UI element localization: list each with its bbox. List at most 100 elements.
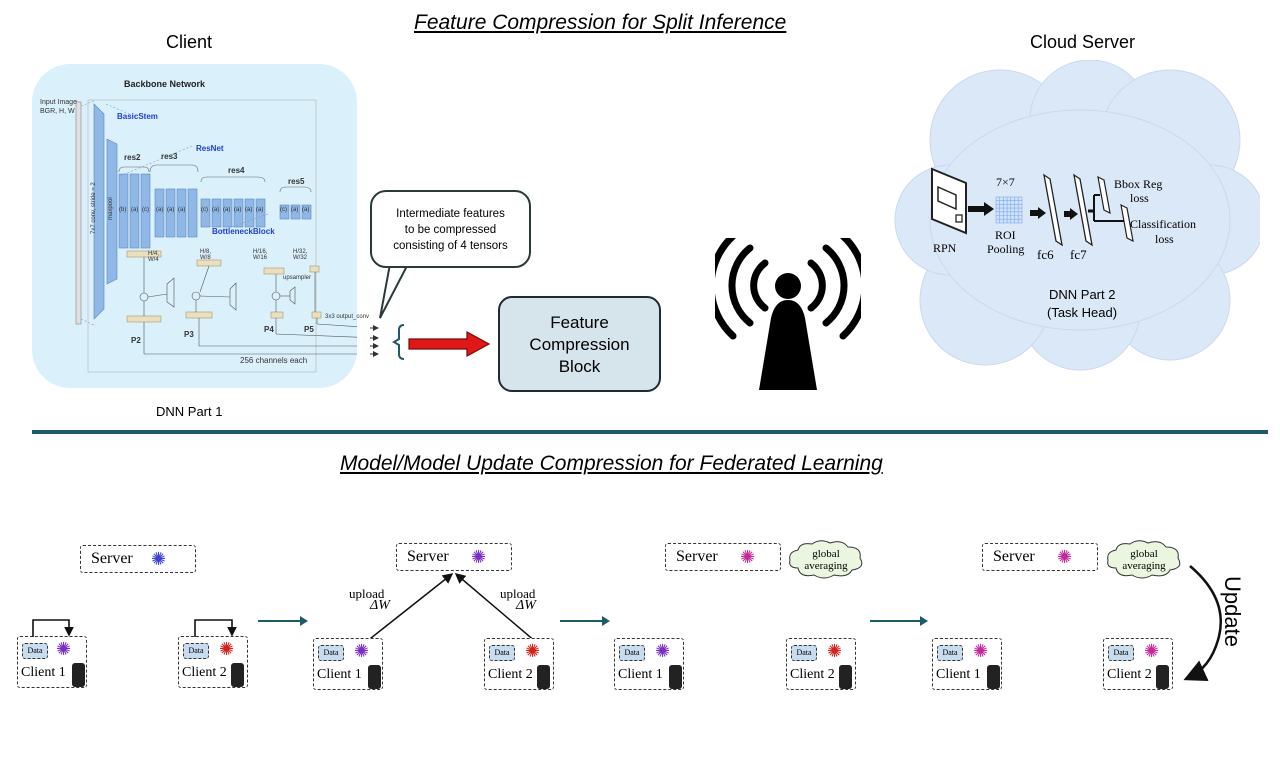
flow-arrow <box>870 616 928 626</box>
global-averaging-label: global averaging <box>794 548 858 572</box>
global-averaging-cloud <box>789 540 863 579</box>
phone-icon <box>368 665 381 689</box>
client1-label: Client 1 <box>618 667 663 682</box>
server-box-stage2: Server ✺ <box>396 543 512 571</box>
server-label: Server <box>676 548 718 565</box>
client2-label: Client 2 <box>182 665 227 680</box>
update-label: Update <box>1220 576 1245 647</box>
flow-arrow <box>258 616 308 626</box>
client2-box-stage3: Data ✺ Client 2 <box>786 638 856 690</box>
phone-icon <box>231 663 244 687</box>
bubble-line: Intermediate features <box>396 208 505 220</box>
bottom-section-title: Model/Model Update Compression for Feder… <box>340 452 883 475</box>
upload-arrows <box>365 573 537 643</box>
dim-label-p4: H/16, W/16 <box>253 249 268 261</box>
bubble-line: consisting of 4 tensors <box>393 240 508 252</box>
data-label: Data <box>937 645 963 661</box>
backbone-diagram <box>75 99 357 373</box>
averaging-line: averaging <box>804 560 848 572</box>
neural-net-icon-purple: ✺ <box>1057 547 1073 567</box>
neural-net-icon-purple: ✺ <box>354 641 370 661</box>
roi-label-line1: ROI <box>995 228 1016 242</box>
update-curved-arrow <box>1183 565 1222 681</box>
block-letter: (a) <box>167 207 175 213</box>
neural-net-icon-red: ✺ <box>827 641 843 661</box>
neural-net-icon-red: ✺ <box>1144 641 1160 661</box>
server-label: Server <box>993 548 1035 565</box>
local-train-loops-stage1 <box>32 619 237 637</box>
client1-box-stage3: Data ✺ Client 1 <box>614 638 684 690</box>
client2-label: Client 2 <box>790 667 835 682</box>
phone-icon <box>987 665 1000 689</box>
upsampler-label: upsampler <box>283 275 312 281</box>
dnn-part1-label: DNN Part 1 <box>156 404 223 419</box>
data-label: Data <box>183 643 209 659</box>
data-label: Data <box>318 645 344 661</box>
client2-box-stage4: Data ✺ Client 2 <box>1103 638 1173 690</box>
bubble-line: to be compressed <box>404 224 497 236</box>
block-letter: (a) <box>291 207 299 213</box>
block-letter: (a) <box>156 207 164 213</box>
feature-output-arrows <box>370 324 405 360</box>
server-label: Server <box>91 550 133 567</box>
data-label: Data <box>1108 645 1134 661</box>
data-label: Data <box>22 643 48 659</box>
output-conv-label: 3x3 output_conv <box>325 314 370 320</box>
neural-net-icon-red: ✺ <box>525 641 541 661</box>
phone-icon <box>72 663 85 687</box>
block-letter: (c) <box>142 207 149 213</box>
basic-stem-label: BasicStem <box>117 112 158 121</box>
server-label: Server <box>407 548 449 565</box>
block-letter: (a) <box>245 207 253 213</box>
cls-label-line2: loss <box>1155 232 1174 246</box>
neural-net-icon-blue: ✺ <box>151 549 167 569</box>
phone-icon <box>1156 665 1169 689</box>
res3-label: res3 <box>161 152 178 161</box>
client-label: Client <box>166 32 213 52</box>
neural-net-icon-purple: ✺ <box>973 641 989 661</box>
intermediate-features-bubble: Intermediate features to be compressed c… <box>370 190 531 268</box>
input-image-line2: BGR, H, W <box>40 108 75 115</box>
neural-net-icon-purple: ✺ <box>471 547 487 567</box>
neural-net-icon-purple: ✺ <box>655 641 671 661</box>
fcb-line: Compression <box>529 335 630 354</box>
fc7-label: fc7 <box>1070 247 1087 262</box>
server-box-stage4: Server ✺ <box>982 543 1098 571</box>
maxpool-label: maxpool <box>108 197 114 220</box>
res5-label: res5 <box>288 177 305 186</box>
resnet-label: ResNet <box>196 144 224 153</box>
channels-label: 256 channels each <box>240 356 308 365</box>
p2-label: P2 <box>131 336 141 345</box>
global-line: global <box>812 548 840 560</box>
dim-label-p5: H/32, W/32 <box>293 249 308 261</box>
block-letter: (a) <box>223 207 231 213</box>
grid-label: 7×7 <box>996 175 1015 189</box>
client1-box-stage2: Data ✺ Client 1 <box>313 638 383 690</box>
neural-net-icon-purple: ✺ <box>56 639 72 659</box>
p3-label: P3 <box>184 330 194 339</box>
fcb-line: Block <box>558 357 601 376</box>
phone-icon <box>537 665 550 689</box>
bottleneck-label: BottleneckBlock <box>212 227 275 236</box>
dim-label-p3: H/8, W/8 <box>200 249 212 261</box>
client2-box-stage1: Data ✺ Client 2 <box>178 636 248 688</box>
dnn-part2-line2: (Task Head) <box>1047 305 1118 320</box>
client1-label: Client 1 <box>317 667 362 682</box>
res4-label: res4 <box>228 166 245 175</box>
delta-w-right: ΔW <box>516 598 536 613</box>
block-letter: (c) <box>280 207 287 213</box>
dnn-part2-line1: DNN Part 2 <box>1049 287 1116 302</box>
server-box-stage1: Server ✺ <box>80 545 196 573</box>
data-label: Data <box>619 645 645 661</box>
client1-label: Client 1 <box>21 665 66 680</box>
client1-label: Client 1 <box>936 667 981 682</box>
task-head-diagram <box>931 167 1134 247</box>
global-averaging-cloud <box>1107 540 1181 579</box>
block-letter: (a) <box>212 207 220 213</box>
block-letter: (a) <box>131 207 139 213</box>
stem-conv-label: 7x7 conv, stride = 2 <box>91 182 97 234</box>
block-letter: (a) <box>234 207 242 213</box>
data-label: Data <box>791 645 817 661</box>
neural-net-icon-purple: ✺ <box>740 547 756 567</box>
neural-net-icon-red: ✺ <box>219 639 235 659</box>
